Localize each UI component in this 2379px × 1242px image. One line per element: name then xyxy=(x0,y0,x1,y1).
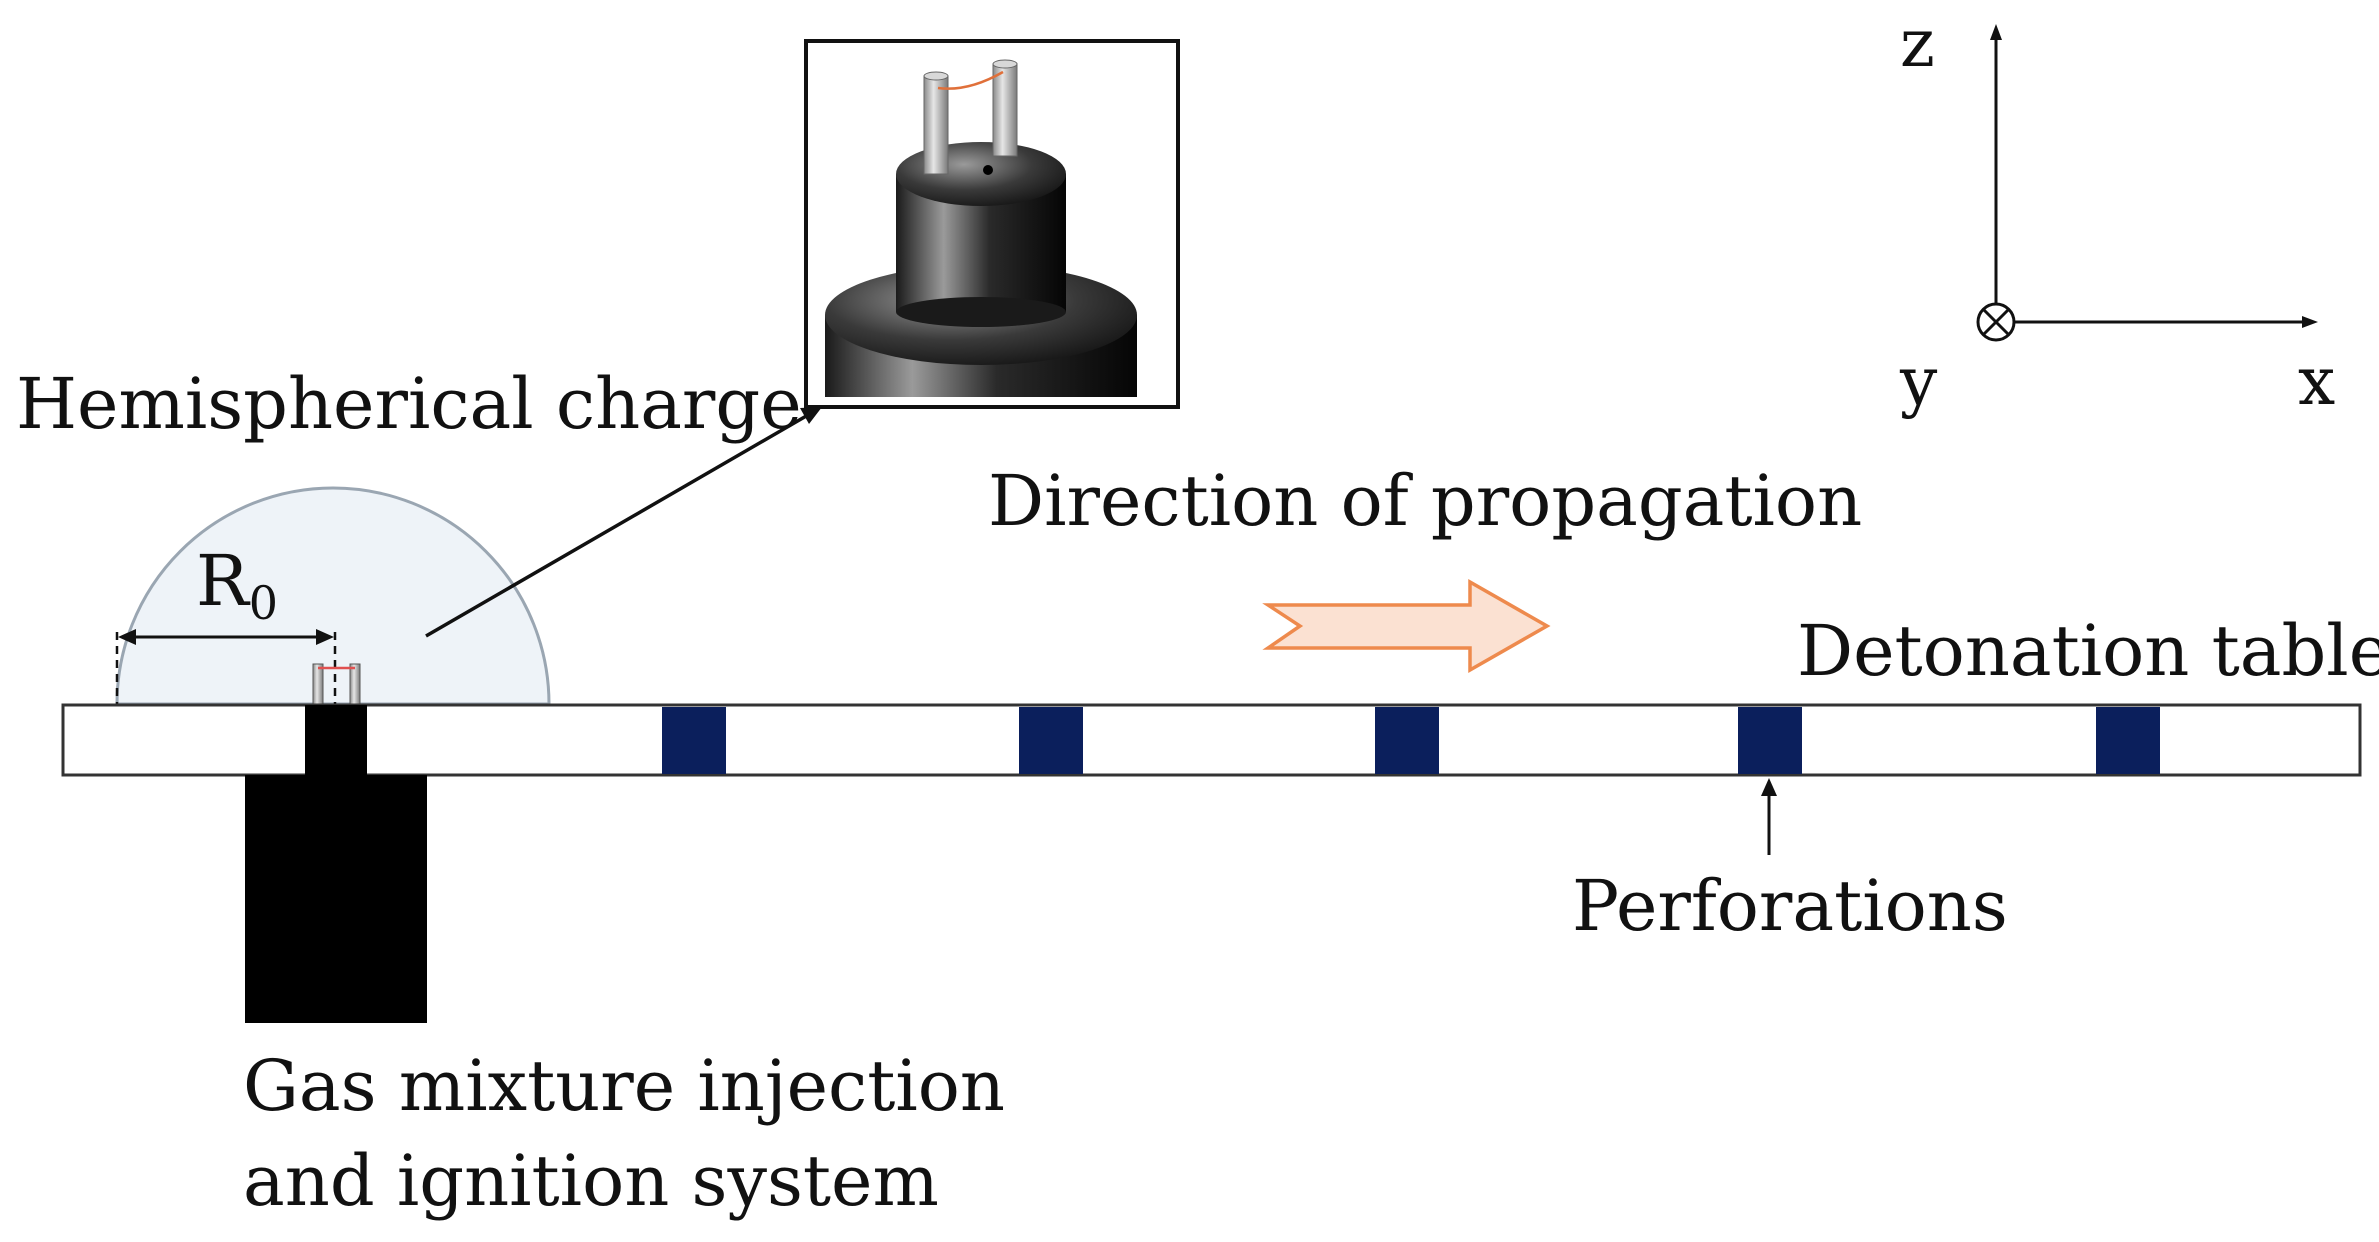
perforation-1 xyxy=(662,707,726,774)
perforation-2 xyxy=(1019,707,1083,774)
radius-subscript: 0 xyxy=(249,576,278,630)
radius-arrowhead-right xyxy=(316,629,334,645)
electrode-right-small xyxy=(349,663,361,707)
hemispherical-charge-label: Hemispherical charge xyxy=(16,363,802,445)
direction-of-propagation-label: Direction of propagation xyxy=(988,460,1862,542)
inset-rod-right-top xyxy=(992,59,1018,69)
inset-rod-left-top xyxy=(923,71,949,81)
inset-upper-top xyxy=(896,142,1066,206)
inset-rod-right xyxy=(992,63,1018,157)
perforations-pointer-head xyxy=(1761,778,1777,796)
inset-upper-bottom xyxy=(896,297,1066,327)
x-axis-label: x xyxy=(2298,343,2335,420)
inset-rod-left xyxy=(923,75,949,175)
z-axis-label: z xyxy=(1900,5,1935,82)
ignition-system-block xyxy=(245,775,427,1023)
perforation-5 xyxy=(2096,707,2160,774)
injector-stem xyxy=(305,705,367,777)
inset-leader-line xyxy=(425,413,809,638)
propagation-arrow xyxy=(1262,578,1551,674)
inset-spark-wire xyxy=(937,70,1004,90)
gas-mixture-label-line2: and ignition system xyxy=(243,1140,939,1222)
radius-arrowhead-left xyxy=(118,629,136,645)
inset-center-hole xyxy=(983,165,993,175)
x-axis-arrowhead xyxy=(2302,316,2318,328)
perforation-4 xyxy=(1738,707,1802,774)
y-axis-into-page-icon xyxy=(1976,302,2016,342)
electrode-left-small xyxy=(312,663,324,707)
inset-leader-head xyxy=(800,407,822,424)
detonation-table xyxy=(61,703,2362,777)
inset-electrode-model xyxy=(825,59,1137,397)
y-axis-label: y xyxy=(1899,343,1938,420)
z-axis-arrowhead xyxy=(1990,24,2002,40)
perforations-label: Perforations xyxy=(1572,865,2008,947)
radius-label: R0 xyxy=(196,540,278,630)
detonation-table-label: Detonation table xyxy=(1797,610,2379,692)
gas-mixture-label-line1: Gas mixture injection xyxy=(243,1045,1005,1127)
radius-symbol: R xyxy=(196,540,251,622)
hemisphere-charge xyxy=(115,486,551,706)
perforation-3 xyxy=(1375,707,1439,774)
